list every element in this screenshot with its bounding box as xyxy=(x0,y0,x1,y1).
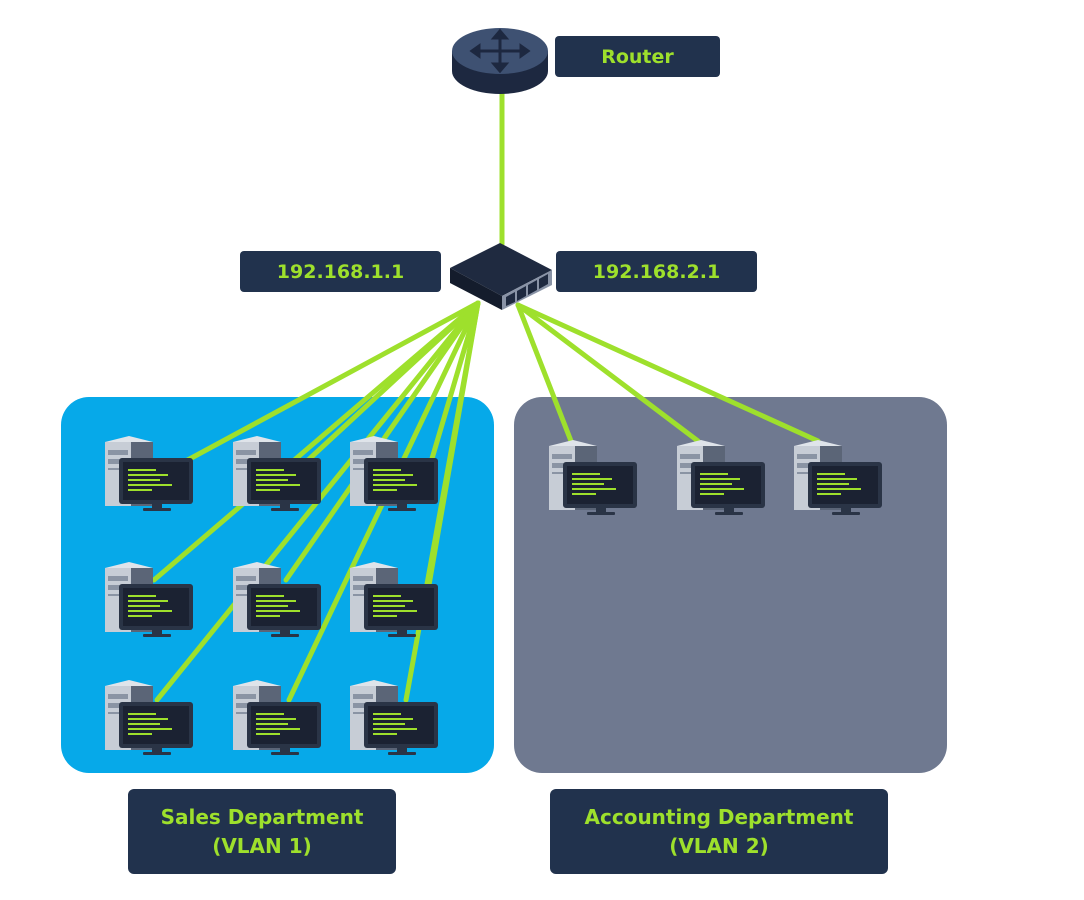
sales-department-vlan: (VLAN 1) xyxy=(212,833,312,858)
accounting-department-vlan: (VLAN 2) xyxy=(669,833,769,858)
sales-department-label: Sales Department (VLAN 1) xyxy=(128,789,396,874)
accounting-department-label: Accounting Department (VLAN 2) xyxy=(550,789,888,874)
vlan2-ip-label: 192.168.2.1 xyxy=(556,251,757,292)
switch-icon xyxy=(450,243,552,310)
accounting-department-name: Accounting Department xyxy=(584,804,854,829)
link-sales-3 xyxy=(428,300,481,465)
link-accounting-2 xyxy=(515,302,701,444)
link-sales-4 xyxy=(151,300,481,583)
router-icon xyxy=(452,28,548,94)
network-links xyxy=(151,89,821,703)
link-sales-9 xyxy=(403,300,481,703)
link-accounting-3 xyxy=(515,302,821,444)
router-label: Router xyxy=(555,36,720,77)
sales-computers xyxy=(105,436,438,755)
link-accounting-1 xyxy=(515,302,574,444)
vlan1-ip-label: 192.168.1.1 xyxy=(240,251,441,292)
sales-department-name: Sales Department xyxy=(160,804,364,829)
link-sales-1 xyxy=(181,300,481,465)
